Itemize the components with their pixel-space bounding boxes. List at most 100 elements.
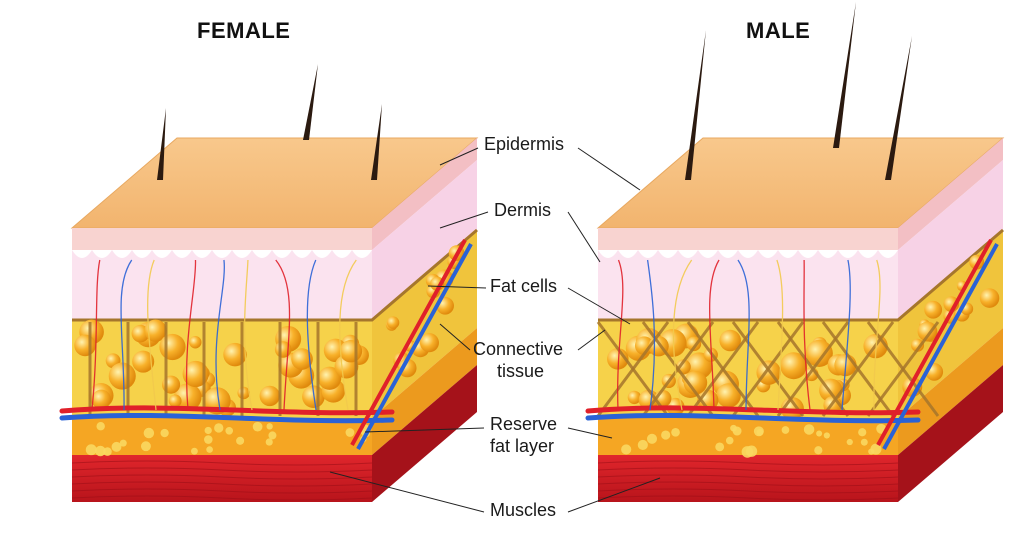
reserve-fat-cell bbox=[345, 428, 355, 437]
fat-cell bbox=[189, 336, 202, 349]
capillary bbox=[215, 259, 225, 411]
fat-cell bbox=[805, 339, 833, 367]
female-title: FEMALE bbox=[197, 18, 291, 43]
reserve-fat-cell bbox=[781, 426, 790, 434]
muscle-side bbox=[898, 365, 1003, 502]
reserve-fat-cell bbox=[860, 438, 868, 446]
reserve-fat-cell bbox=[621, 444, 632, 455]
capillary bbox=[873, 259, 881, 411]
fat-cell bbox=[780, 352, 808, 380]
muscle-fiber bbox=[71, 467, 373, 473]
fat-cell bbox=[317, 366, 342, 390]
muscle-fiber bbox=[597, 495, 899, 501]
hair bbox=[371, 104, 382, 180]
reserve-fat-cell bbox=[119, 439, 127, 447]
epidermis-front bbox=[72, 228, 372, 250]
capillary bbox=[646, 259, 656, 411]
leader-line bbox=[577, 147, 641, 191]
capillary bbox=[306, 259, 317, 411]
fat-cell bbox=[168, 394, 182, 408]
capillary bbox=[147, 259, 157, 411]
leader-line bbox=[567, 477, 661, 513]
fat-cell bbox=[259, 385, 280, 407]
reserve-fat-cell bbox=[143, 427, 155, 439]
capillary bbox=[803, 259, 811, 411]
reserve-fat-front bbox=[72, 418, 372, 455]
fat-cell-side bbox=[398, 358, 417, 378]
muscle-fiber bbox=[597, 460, 899, 466]
muscle-fiber bbox=[597, 474, 899, 480]
leader-line bbox=[567, 427, 613, 439]
leader-line bbox=[427, 285, 487, 289]
reserve-fat-side bbox=[372, 328, 477, 455]
dermis-front bbox=[598, 250, 898, 320]
reserve-fat-cell bbox=[206, 446, 213, 453]
capillary bbox=[275, 259, 291, 411]
reserve-fat-cell bbox=[753, 426, 764, 437]
muscle-fiber bbox=[71, 460, 373, 466]
reserve-fat-cell bbox=[671, 427, 680, 437]
fat-cell bbox=[634, 336, 654, 355]
artery-diagonal bbox=[876, 239, 993, 446]
capillary bbox=[737, 259, 750, 411]
fat-cell bbox=[683, 370, 708, 395]
capillary bbox=[841, 259, 851, 411]
capillary bbox=[120, 259, 133, 411]
leader-line bbox=[439, 211, 489, 229]
reserve-fat-cell bbox=[190, 447, 198, 455]
fat-cell-side bbox=[386, 316, 400, 329]
vein bbox=[585, 412, 921, 424]
fat-cell-side bbox=[917, 321, 938, 342]
fat-cell bbox=[132, 350, 155, 373]
reserve-fat-cell bbox=[814, 446, 823, 455]
epidermis-side bbox=[372, 138, 477, 250]
capillary bbox=[91, 259, 101, 411]
muscle-fiber bbox=[597, 481, 899, 487]
muscle-fiber bbox=[597, 467, 899, 473]
dermis-fat-boundary bbox=[72, 228, 478, 322]
fat-cell-side bbox=[419, 333, 439, 353]
reserve-fat-cell bbox=[140, 441, 151, 452]
muscle-fiber bbox=[71, 488, 373, 494]
reserve-fat-cell bbox=[745, 445, 758, 457]
reserve-fat-cell bbox=[95, 445, 106, 457]
epidermis-front bbox=[598, 228, 898, 250]
reserve-fat-cell bbox=[225, 426, 234, 435]
hair bbox=[303, 64, 318, 140]
vein-diagonal bbox=[882, 243, 999, 450]
hair bbox=[157, 108, 166, 180]
leader-line bbox=[577, 329, 606, 351]
reserve-fat-cell bbox=[637, 439, 648, 450]
reserve-fat-cell bbox=[204, 426, 212, 435]
dermis-side bbox=[372, 160, 477, 320]
fat-cell-side bbox=[911, 338, 925, 352]
reserve-fat-cell bbox=[236, 436, 245, 445]
capillary bbox=[339, 259, 357, 411]
label-connective-line1: Connective bbox=[473, 339, 564, 359]
label-leader-lines bbox=[329, 147, 661, 513]
vein-diagonal bbox=[356, 243, 473, 450]
leader-line bbox=[329, 471, 485, 513]
label-muscles: Muscles bbox=[490, 500, 557, 520]
dermis-fat-boundary bbox=[598, 228, 1004, 322]
fat-cell-side bbox=[979, 288, 1000, 308]
fat-cell bbox=[91, 389, 112, 409]
capillary bbox=[776, 259, 784, 411]
fat-cell bbox=[144, 319, 167, 342]
fat-cell-side bbox=[924, 300, 943, 319]
reserve-fat-side bbox=[898, 328, 1003, 455]
muscle-fiber bbox=[71, 495, 373, 501]
epidermis-side bbox=[898, 138, 1003, 250]
label-fat-cells: Fat cells bbox=[490, 276, 558, 296]
reserve-fat-cell bbox=[661, 430, 671, 440]
label-epidermis: Epidermis bbox=[484, 134, 565, 154]
capillary bbox=[672, 259, 693, 411]
muscle-side bbox=[372, 365, 477, 502]
reserve-fat-cell bbox=[214, 423, 224, 433]
leader-line bbox=[364, 427, 485, 433]
label-dermis: Dermis bbox=[494, 200, 551, 220]
leader-line bbox=[567, 287, 631, 325]
reserve-fat-cell bbox=[252, 421, 263, 432]
